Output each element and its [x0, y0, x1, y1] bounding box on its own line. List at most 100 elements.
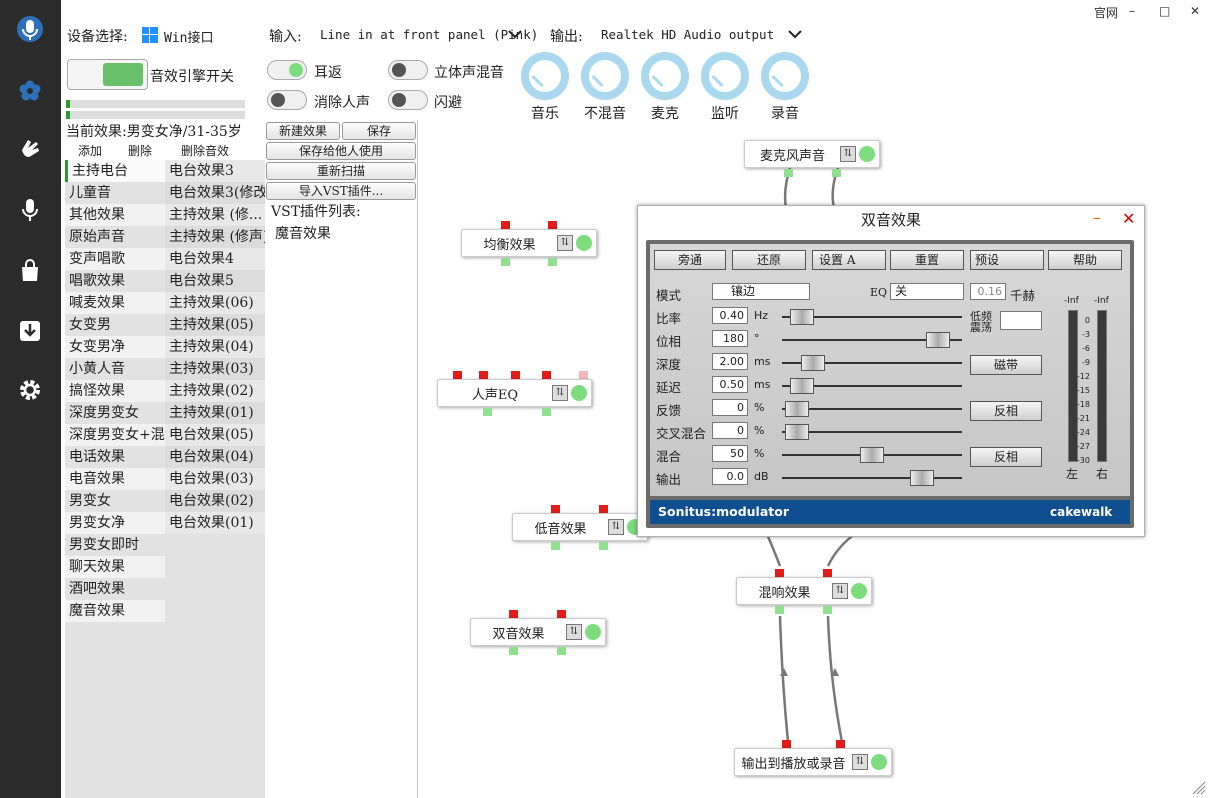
- param-slider-thumb[interactable]: [909, 470, 934, 486]
- effect-item[interactable]: 女变男净: [65, 336, 165, 358]
- status-led[interactable]: [851, 583, 867, 599]
- effect-item[interactable]: 儿童音: [65, 182, 165, 204]
- status-led[interactable]: [576, 235, 592, 251]
- effect-preset-item[interactable]: 电台效果5: [165, 270, 265, 292]
- save-button[interactable]: 保存: [342, 122, 416, 140]
- effect-preset-item[interactable]: 主持效果(06): [165, 292, 265, 314]
- status-led[interactable]: [571, 385, 587, 401]
- effect-item[interactable]: 男变女即时: [65, 534, 165, 556]
- param-slider-thumb[interactable]: [789, 309, 814, 325]
- effect-item[interactable]: 变声唱歌: [65, 248, 165, 270]
- node-voice-eq[interactable]: 人声EQ⇅: [437, 379, 592, 407]
- mode-select[interactable]: 镶边: [712, 283, 810, 300]
- param-value[interactable]: 0.0: [712, 468, 748, 485]
- effect-item[interactable]: 酒吧效果: [65, 578, 165, 600]
- effect-item[interactable]: 深度男变女+混响: [65, 424, 165, 446]
- tape-button[interactable]: 磁带: [970, 355, 1042, 375]
- maximize-button[interactable]: □: [1159, 4, 1171, 18]
- minimize-button[interactable]: –: [1129, 4, 1135, 18]
- no-mix-knob[interactable]: 不混音: [580, 52, 630, 123]
- vocal-remove-toggle[interactable]: [267, 90, 307, 110]
- lfo-shape-select[interactable]: [1000, 311, 1042, 330]
- effect-item[interactable]: 唱歌效果: [65, 270, 165, 292]
- effect-item[interactable]: 喊麦效果: [65, 292, 165, 314]
- status-led[interactable]: [585, 624, 601, 640]
- param-slider-thumb[interactable]: [789, 378, 814, 394]
- effect-item[interactable]: 电话效果: [65, 446, 165, 468]
- param-value[interactable]: 180: [712, 330, 748, 347]
- mic-icon[interactable]: [15, 195, 45, 225]
- double-effect-dialog[interactable]: 双音效果 – ✕ 旁通 还原 设置 A 重置 预设 帮助 模式 镶边 EQ 关 …: [637, 205, 1145, 537]
- download-icon[interactable]: [15, 316, 45, 346]
- effect-item[interactable]: 搞怪效果: [65, 380, 165, 402]
- node-eq[interactable]: 均衡效果⇅: [461, 229, 597, 257]
- hand-icon[interactable]: [15, 134, 45, 164]
- param-value[interactable]: 2.00: [712, 353, 748, 370]
- param-slider-thumb[interactable]: [785, 401, 810, 417]
- param-value[interactable]: 50: [712, 445, 748, 462]
- node-output[interactable]: 输出到播放或录音⇅: [734, 748, 892, 776]
- official-site-link[interactable]: 官网: [1094, 6, 1119, 20]
- effect-preset-item[interactable]: 主持效果(05): [165, 314, 265, 336]
- effect-preset-item[interactable]: 主持效果(03): [165, 358, 265, 380]
- eq-select[interactable]: 关: [890, 283, 964, 300]
- effect-preset-item[interactable]: 主持效果(02): [165, 380, 265, 402]
- effect-preset-item[interactable]: 电台效果(02): [165, 490, 265, 512]
- monitor-toggle[interactable]: [267, 60, 307, 80]
- effect-preset-item[interactable]: 电台效果(03): [165, 468, 265, 490]
- ducking-toggle[interactable]: [388, 90, 428, 110]
- reset-button[interactable]: 重置: [890, 250, 964, 270]
- adjust-icon[interactable]: ⇅: [566, 624, 582, 640]
- gear-icon[interactable]: [15, 375, 45, 405]
- effect-item[interactable]: 魔音效果: [65, 600, 165, 622]
- flower-icon[interactable]: [15, 76, 45, 106]
- effect-preset-item[interactable]: 电台效果4: [165, 248, 265, 270]
- effect-preset-item[interactable]: 主持效果 (修...: [165, 204, 265, 226]
- status-led[interactable]: [871, 754, 887, 770]
- adjust-icon[interactable]: ⇅: [840, 146, 856, 162]
- effect-preset-item[interactable]: 电台效果(04): [165, 446, 265, 468]
- output-select[interactable]: Realtek HD Audio output: [601, 27, 775, 42]
- adjust-icon[interactable]: ⇅: [832, 583, 848, 599]
- delete-link[interactable]: 删除: [128, 144, 153, 158]
- effect-preset-item[interactable]: 主持效果 (修声): [165, 226, 265, 248]
- add-link[interactable]: 添加: [78, 144, 103, 158]
- param-slider-thumb[interactable]: [860, 447, 884, 463]
- import-vst-button[interactable]: 导入VST插件...: [266, 182, 416, 200]
- node-bass[interactable]: 低音效果⇅: [512, 513, 648, 541]
- microphone-icon[interactable]: [15, 14, 45, 44]
- mic-knob[interactable]: 麦克: [640, 52, 690, 123]
- effect-item[interactable]: 原始声音: [65, 226, 165, 248]
- effect-preset-item[interactable]: 电台效果(05): [165, 424, 265, 446]
- resize-grip-icon[interactable]: [1191, 780, 1207, 796]
- adjust-icon[interactable]: ⇅: [852, 754, 868, 770]
- help-button[interactable]: 帮助: [1048, 250, 1122, 270]
- chevron-down-icon[interactable]: [508, 28, 522, 43]
- effect-preset-item[interactable]: 主持效果(04): [165, 336, 265, 358]
- shopping-bag-icon[interactable]: [15, 256, 45, 286]
- monitor-knob[interactable]: 监听: [700, 52, 750, 123]
- settings-select[interactable]: 设置 A: [812, 250, 886, 270]
- delete-effect-link[interactable]: 删除音效: [181, 144, 230, 158]
- dialog-minimize-button[interactable]: –: [1093, 208, 1101, 227]
- vst-plugin-item[interactable]: 魔音效果: [275, 226, 331, 242]
- engine-switch[interactable]: [67, 59, 148, 90]
- new-effect-button[interactable]: 新建效果: [266, 122, 340, 140]
- node-reverb[interactable]: 混响效果⇅: [736, 577, 872, 605]
- effect-item[interactable]: 女变男: [65, 314, 165, 336]
- adjust-icon[interactable]: ⇅: [608, 519, 624, 535]
- param-value[interactable]: 0.50: [712, 376, 748, 393]
- bypass-button[interactable]: 旁通: [654, 250, 726, 270]
- adjust-icon[interactable]: ⇅: [557, 235, 573, 251]
- device-value[interactable]: Win接口: [164, 31, 214, 46]
- invert-button-1[interactable]: 反相: [970, 401, 1042, 421]
- effect-preset-item[interactable]: 主持效果(01): [165, 402, 265, 424]
- preset-select[interactable]: 预设: [970, 250, 1044, 270]
- rescan-button[interactable]: 重新扫描: [266, 162, 416, 180]
- music-knob[interactable]: 音乐: [520, 52, 570, 123]
- chevron-down-icon[interactable]: [788, 28, 802, 43]
- save-for-others-button[interactable]: 保存给他人使用: [266, 142, 416, 160]
- param-value[interactable]: 0: [712, 422, 748, 439]
- effect-preset-item[interactable]: 电台效果(01): [165, 512, 265, 534]
- effect-item[interactable]: 男变女净: [65, 512, 165, 534]
